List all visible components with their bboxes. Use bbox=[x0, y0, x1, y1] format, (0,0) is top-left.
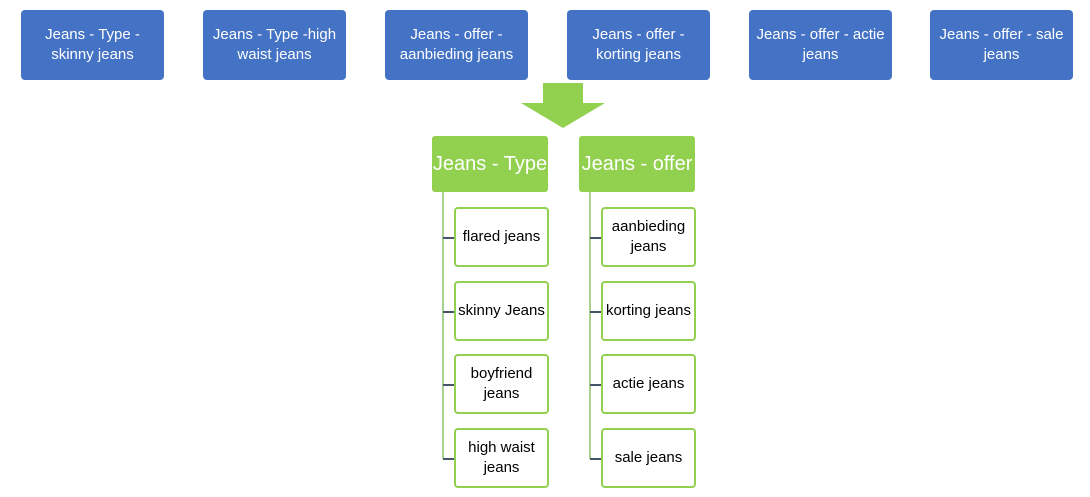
top-box-label: Jeans - Type -high waist jeans bbox=[212, 26, 337, 63]
child-label: skinny Jeans bbox=[458, 302, 545, 319]
child-node: korting jeans bbox=[601, 281, 696, 341]
child-label: korting jeans bbox=[605, 302, 692, 319]
top-box-offer-korting: Jeans - offer - korting jeans bbox=[567, 10, 710, 80]
child-node: high waist jeans bbox=[454, 428, 549, 488]
connector-line bbox=[589, 192, 591, 459]
group-header-type: Jeans - Type bbox=[432, 136, 548, 192]
connector-tick bbox=[590, 311, 602, 313]
top-box-label: Jeans - Type - skinny jeans bbox=[45, 26, 140, 63]
top-box-label: Jeans - offer - actie jeans bbox=[756, 26, 885, 63]
connector-line bbox=[442, 192, 444, 459]
top-box-type-high-waist: Jeans - Type -high waist jeans bbox=[203, 10, 346, 80]
child-node: actie jeans bbox=[601, 354, 696, 414]
top-box-offer-sale: Jeans - offer - sale jeans bbox=[930, 10, 1073, 80]
group-header-offer: Jeans - offer bbox=[579, 136, 695, 192]
child-node: flared jeans bbox=[454, 207, 549, 267]
group-title: Jeans - offer bbox=[581, 153, 693, 175]
child-node: aanbieding jeans bbox=[601, 207, 696, 267]
child-label: sale jeans bbox=[614, 449, 683, 466]
child-label: flared jeans bbox=[462, 228, 541, 245]
child-node: boyfriend jeans bbox=[454, 354, 549, 414]
top-box-type-skinny: Jeans - Type - skinny jeans bbox=[21, 10, 164, 80]
connector-tick bbox=[443, 384, 455, 386]
connector-tick bbox=[443, 458, 455, 460]
connector-tick bbox=[443, 237, 455, 239]
top-box-label: Jeans - offer - sale jeans bbox=[939, 26, 1064, 63]
group-title: Jeans - Type bbox=[432, 153, 548, 175]
down-arrow-icon bbox=[521, 83, 605, 128]
child-label: boyfriend jeans bbox=[470, 365, 533, 402]
connector-tick bbox=[590, 384, 602, 386]
child-node: skinny Jeans bbox=[454, 281, 549, 341]
connector-tick bbox=[590, 237, 602, 239]
child-label: actie jeans bbox=[612, 375, 685, 392]
top-box-label: Jeans - offer - aanbieding jeans bbox=[399, 26, 514, 63]
child-label: aanbieding jeans bbox=[611, 218, 686, 255]
connector-tick bbox=[590, 458, 602, 460]
child-label: high waist jeans bbox=[468, 439, 535, 476]
child-node: sale jeans bbox=[601, 428, 696, 488]
connector-tick bbox=[443, 311, 455, 313]
top-box-label: Jeans - offer - korting jeans bbox=[592, 26, 685, 63]
top-box-offer-actie: Jeans - offer - actie jeans bbox=[749, 10, 892, 80]
top-box-offer-aanbieding: Jeans - offer - aanbieding jeans bbox=[385, 10, 528, 80]
